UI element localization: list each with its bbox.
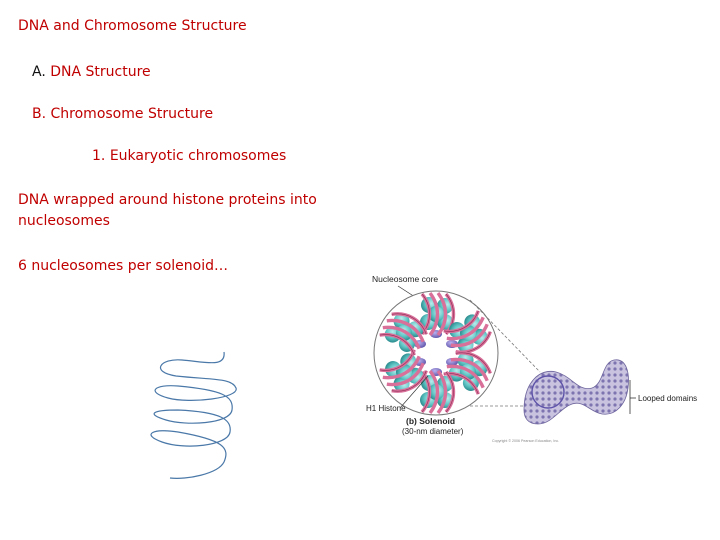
looped-domains-label: Looped domains	[638, 394, 697, 403]
solenoid-label: (b) Solenoid	[406, 416, 455, 426]
h1-histone-label: H1 Histone	[366, 404, 406, 413]
solenoid-sketch	[151, 352, 236, 478]
figure-copyright: Copyright © 2006 Pearson Education, Inc.	[492, 439, 559, 443]
nucleosome-core-label: Nucleosome core	[372, 274, 438, 284]
solenoid-diameter-label: (30-nm diameter)	[402, 427, 464, 436]
chromatin-fiber	[524, 360, 628, 424]
